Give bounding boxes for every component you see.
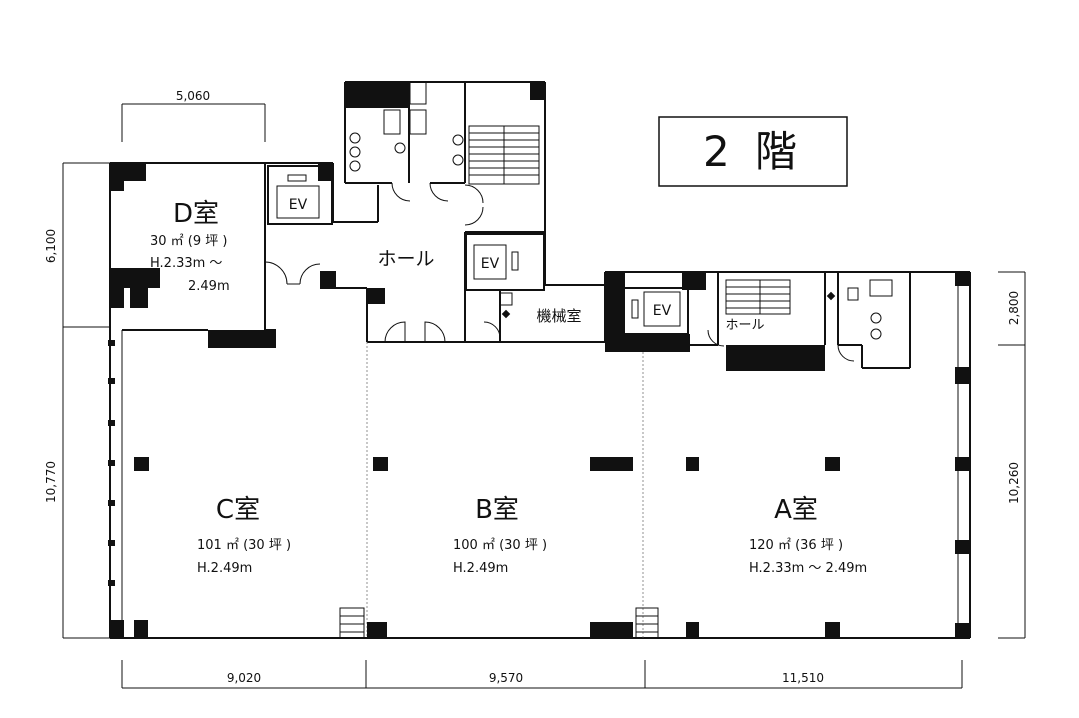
room-a-height: H.2.33m 〜 2.49m bbox=[749, 561, 867, 576]
room-c-height: H.2.49m bbox=[197, 561, 252, 576]
room-c-area: 101 ㎡ (30 坪 ) bbox=[197, 538, 291, 553]
room-c-name: C室 bbox=[216, 495, 260, 525]
ev-label-3: EV bbox=[653, 303, 672, 319]
room-b-area: 100 ㎡ (30 坪 ) bbox=[453, 538, 547, 553]
room-d-height-1: H.2.33m 〜 bbox=[150, 256, 222, 271]
elevator-shafts bbox=[267, 165, 689, 335]
room-b-height: H.2.49m bbox=[453, 561, 508, 576]
dim-bottom-3: 11,510 bbox=[782, 671, 824, 685]
floor-label: 2 階 bbox=[703, 127, 803, 176]
stairs bbox=[339, 125, 791, 639]
floor-label-box bbox=[658, 116, 848, 187]
room-b-name: B室 bbox=[475, 495, 519, 525]
dim-bottom-1: 9,020 bbox=[227, 671, 261, 685]
dim-left-lower: 10,770 bbox=[44, 461, 58, 503]
dim-right-lower: 10,260 bbox=[1007, 462, 1021, 504]
hall-main-label: ホール bbox=[377, 248, 434, 270]
toilet-fixtures bbox=[349, 81, 893, 340]
ev-label-1: EV bbox=[289, 197, 308, 213]
hall-small-label: ホール bbox=[725, 318, 764, 333]
dim-left-upper: 6,100 bbox=[44, 229, 58, 263]
door-swings bbox=[264, 182, 855, 362]
machine-room-label: 機械室 bbox=[536, 307, 581, 325]
room-d-area: 30 ㎡ (9 坪 ) bbox=[150, 234, 228, 249]
ev-label-2: EV bbox=[481, 256, 500, 272]
room-a-area: 120 ㎡ (36 坪 ) bbox=[749, 538, 843, 553]
room-a-name: A室 bbox=[774, 495, 818, 525]
dim-bottom-2: 9,570 bbox=[489, 671, 523, 685]
room-d-height-2: 2.49m bbox=[188, 279, 230, 294]
dim-top: 5,060 bbox=[176, 89, 210, 103]
columns bbox=[108, 82, 970, 638]
room-d-name: D室 bbox=[173, 199, 219, 229]
dimension-lines bbox=[62, 103, 1026, 689]
dim-right-upper: 2,800 bbox=[1007, 291, 1021, 325]
